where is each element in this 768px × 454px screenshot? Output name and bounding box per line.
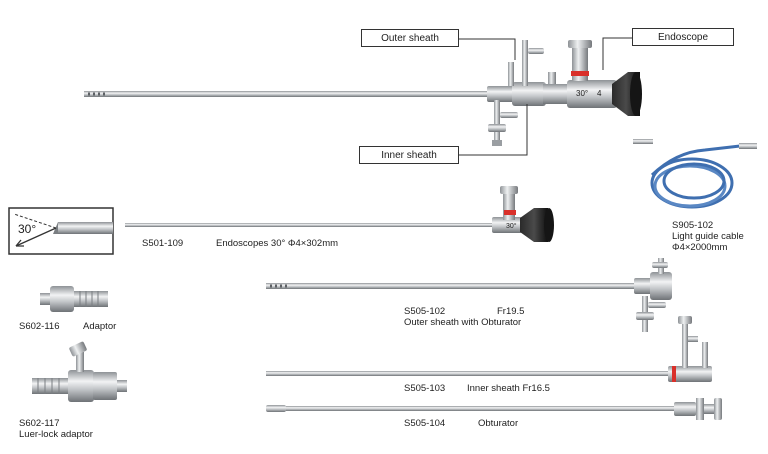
angle-inset-label: 30° — [18, 222, 37, 236]
light-cable-size: Φ4×2000mm — [672, 242, 728, 253]
endoscope-callout: Endoscope — [632, 28, 734, 46]
scope-angle-marking: 30° — [576, 89, 589, 98]
light-cable-code: S905-102 — [672, 220, 714, 231]
endoscope-angle-marking: 30° — [506, 223, 517, 230]
luer-lock-adaptor-item — [32, 341, 127, 402]
outer-sheath-callout: Outer sheath — [361, 29, 459, 47]
outer-sheath-name: Outer sheath with Obturator — [404, 317, 522, 328]
assembled-endoscope — [84, 40, 642, 146]
luer-lock-code: S602-117 — [19, 418, 60, 429]
angle-inset — [8, 207, 114, 255]
obturator-name: Obturator — [478, 418, 519, 429]
obturator-code: S505-104 — [404, 418, 446, 429]
obturator-item — [266, 398, 722, 420]
light-guide-cable — [633, 139, 757, 209]
outer-sheath-item — [266, 258, 672, 332]
inner-sheath-item — [266, 316, 712, 382]
endoscope-code: S501-109 — [142, 238, 184, 249]
adaptor-item — [40, 286, 108, 312]
light-cable-name: Light guide cable — [672, 231, 744, 242]
callout-lines — [459, 37, 632, 156]
inner-sheath-callout: Inner sheath — [359, 146, 459, 164]
endoscope-description: Endoscopes 30° Φ4×302mm — [216, 238, 339, 249]
outer-sheath-code: S505-102 — [404, 306, 446, 317]
adaptor-code: S602-116 — [19, 321, 60, 332]
inner-sheath-name: Inner sheath Fr16.5 — [467, 383, 550, 394]
luer-lock-name: Luer-lock adaptor — [19, 429, 93, 440]
adaptor-name: Adaptor — [83, 321, 117, 332]
outer-sheath-size: Fr19.5 — [497, 306, 525, 317]
endoscope-item — [125, 186, 554, 242]
inner-sheath-code: S505-103 — [404, 383, 446, 394]
scope-size-marking: 4 — [597, 89, 602, 98]
